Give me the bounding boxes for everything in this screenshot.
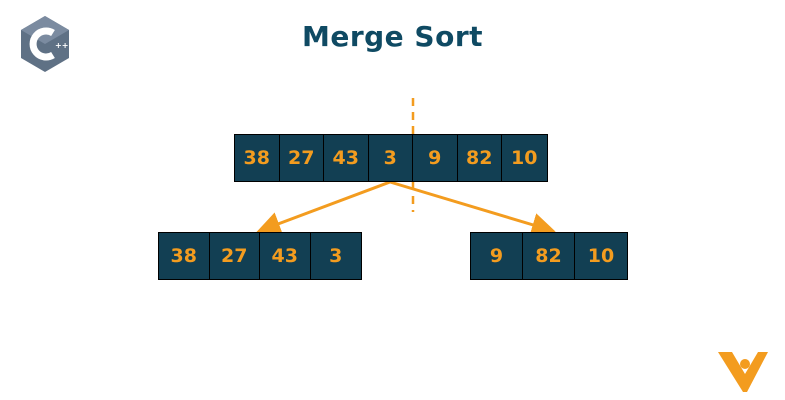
array-cell: 82 [523, 233, 575, 279]
array-cell: 9 [471, 233, 523, 279]
array-cell: 43 [260, 233, 311, 279]
right-half-array: 9 82 10 [470, 232, 628, 280]
array-cell: 10 [575, 233, 627, 279]
arrow-right [389, 180, 556, 237]
array-cell: 38 [159, 233, 210, 279]
array-cell: 10 [502, 135, 547, 181]
left-half-array: 38 27 43 3 [158, 232, 362, 280]
array-cell: 27 [209, 233, 260, 279]
arrow-left [256, 180, 391, 235]
array-cell: 9 [413, 135, 458, 181]
array-cell: 3 [310, 233, 361, 279]
page-title: Merge Sort [301, 20, 484, 53]
original-array: 38 27 43 3 9 82 10 [234, 134, 548, 182]
array-cell: 3 [368, 135, 413, 181]
array-cell: 38 [235, 135, 280, 181]
array-cell: 27 [279, 135, 324, 181]
array-cell: 43 [324, 135, 369, 181]
array-cell: 82 [457, 135, 502, 181]
